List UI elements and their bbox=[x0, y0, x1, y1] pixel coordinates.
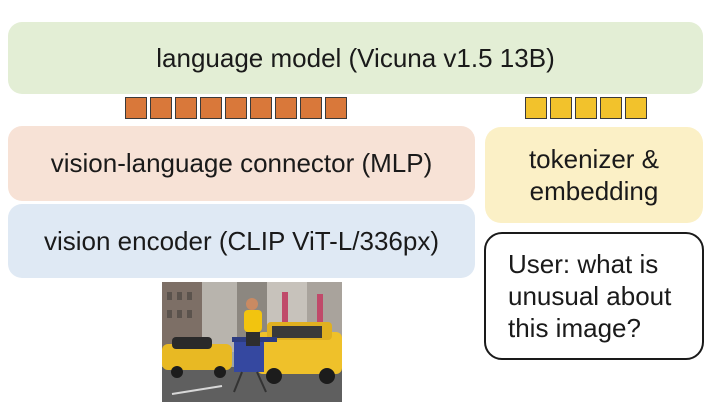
user-prompt-box: User: what is unusual about this image? bbox=[484, 232, 704, 360]
vision-token bbox=[300, 97, 322, 119]
language-model-box: language model (Vicuna v1.5 13B) bbox=[8, 22, 703, 94]
text-token bbox=[600, 97, 622, 119]
vision-token bbox=[250, 97, 272, 119]
vision-token bbox=[225, 97, 247, 119]
connector-label: vision-language connector (MLP) bbox=[50, 148, 433, 178]
language-model-label: language model (Vicuna v1.5 13B) bbox=[156, 42, 555, 73]
vision-token-row bbox=[125, 97, 347, 120]
vision-token bbox=[125, 97, 147, 119]
text-token bbox=[575, 97, 597, 119]
street-taxi-image bbox=[162, 282, 342, 402]
vision-token bbox=[200, 97, 222, 119]
vision-token bbox=[275, 97, 297, 119]
user-prompt-label: User: what is unusual about this image? bbox=[508, 249, 672, 343]
text-token bbox=[525, 97, 547, 119]
text-token bbox=[550, 97, 572, 119]
tokenizer-label: tokenizer & embedding bbox=[528, 144, 660, 206]
text-token-row bbox=[525, 97, 647, 120]
input-image bbox=[162, 282, 342, 402]
vision-token bbox=[175, 97, 197, 119]
vision-token bbox=[325, 97, 347, 119]
vision-encoder-box: vision encoder (CLIP ViT-L/336px) bbox=[8, 204, 475, 278]
connector-box: vision-language connector (MLP) bbox=[8, 126, 475, 201]
vision-token bbox=[150, 97, 172, 119]
vision-encoder-label: vision encoder (CLIP ViT-L/336px) bbox=[43, 225, 440, 256]
text-token bbox=[625, 97, 647, 119]
tokenizer-box: tokenizer & embedding bbox=[485, 127, 703, 223]
